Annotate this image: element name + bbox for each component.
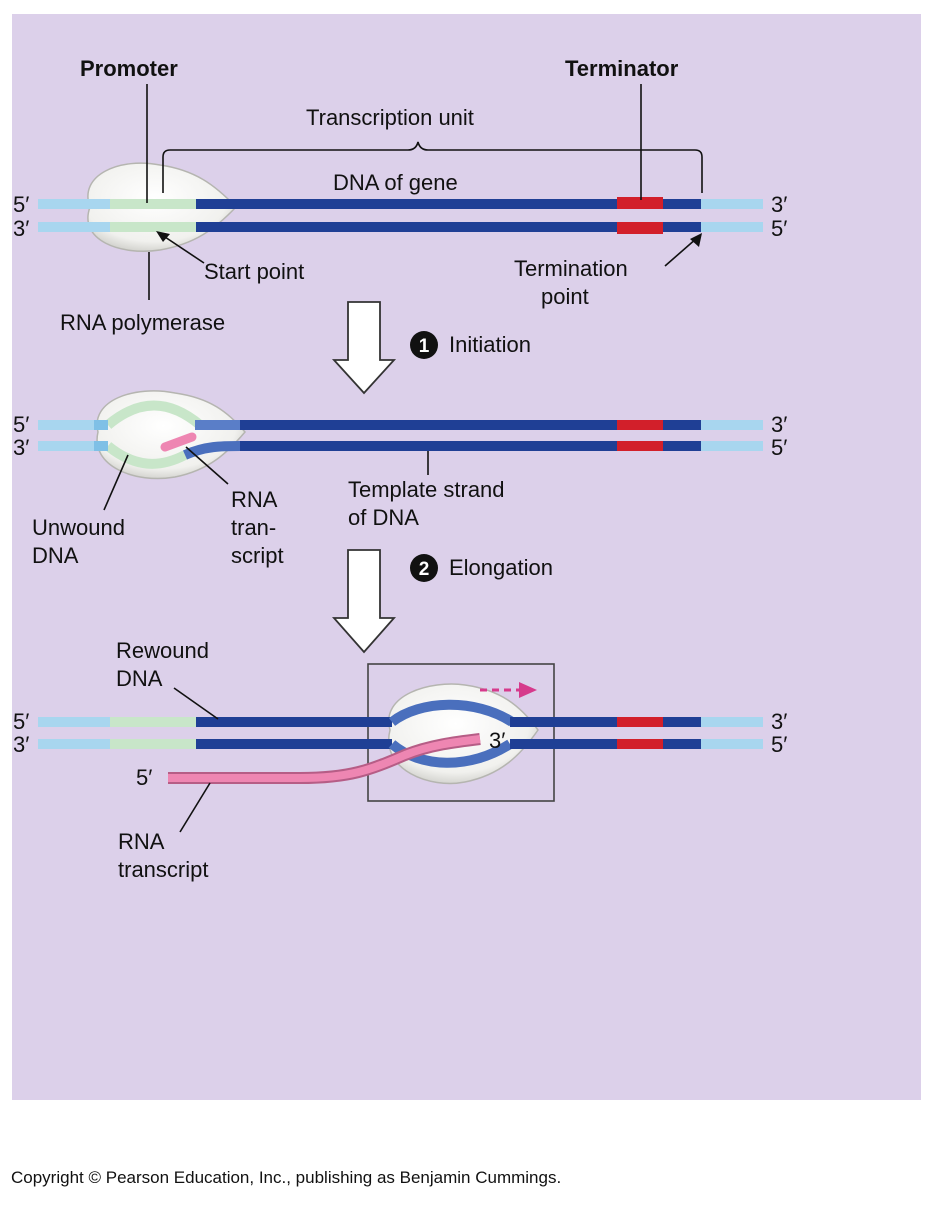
promoter-region — [110, 199, 196, 209]
termination-point-arrowhead — [690, 233, 702, 247]
start-point-arrowhead — [156, 231, 170, 242]
rna-five-prime-label: 5′ — [136, 765, 152, 790]
step-elongation: 2 Elongation — [332, 549, 553, 654]
rna-transcript-label-2: transcript — [118, 857, 208, 882]
step-initiation: 1 Initiation — [331, 301, 531, 395]
unwound-strand-bottom — [104, 442, 188, 469]
terminator-region — [617, 420, 663, 430]
step-1-badge — [410, 331, 438, 359]
step-2-badge — [410, 554, 438, 582]
bubble-edge — [94, 441, 108, 451]
three-prime-label: 3′ — [771, 412, 787, 437]
rewound-dna-label-1: Rewound — [116, 638, 209, 663]
five-prime-label: 5′ — [771, 732, 787, 757]
rna-transcript-short-label-1: RNA — [231, 487, 278, 512]
zoom-box — [367, 663, 555, 802]
terminator-region — [617, 739, 663, 749]
dna-strand-dark — [196, 717, 392, 727]
unwound-strand-top — [104, 400, 204, 429]
dna-strand-light — [701, 222, 763, 232]
dna-strand-dark — [240, 420, 701, 430]
five-prime-label: 5′ — [771, 216, 787, 241]
unwound-strand-top — [388, 699, 515, 727]
termination-point-arrow — [664, 237, 698, 267]
dna-strand-dark — [240, 441, 701, 451]
start-point-arrow — [161, 234, 205, 264]
dna-strand-light — [38, 739, 110, 749]
dna-strand-light — [701, 199, 763, 209]
start-point-label: Start point — [204, 259, 304, 284]
rna-polymerase-label: RNA polymerase — [60, 310, 225, 335]
rna-transcript-short-label-2: tran- — [231, 515, 276, 540]
step-2-label: Elongation — [449, 555, 553, 580]
step-1-number: 1 — [419, 336, 430, 357]
dna-strand-light — [38, 420, 108, 430]
five-prime-label: 5′ — [13, 192, 29, 217]
terminator-label: Terminator — [565, 56, 679, 81]
terminator-gap — [617, 209, 663, 222]
three-prime-label: 3′ — [13, 435, 29, 460]
five-prime-label: 5′ — [13, 412, 29, 437]
rna-transcript-short-label-3: script — [231, 543, 284, 568]
step-2-number: 2 — [419, 559, 430, 580]
rna-transcript — [168, 735, 481, 782]
three-prime-label: 3′ — [771, 709, 787, 734]
transcription-unit-label: Transcription unit — [306, 105, 474, 130]
dna-strand-light — [38, 199, 110, 209]
promoter-region — [110, 739, 196, 749]
template-strand-label-1: Template strand — [348, 477, 505, 502]
dna-strand-light — [38, 441, 108, 451]
unwound-dna-leader — [103, 454, 129, 511]
unwound-dna-label-2: DNA — [32, 543, 79, 568]
rna-transcript-leader — [179, 782, 211, 833]
row-elongation: 5′ 3′ 3′ 5′ 5′ 3′ Rewound DNA RNA transc… — [13, 638, 787, 882]
terminator-region — [617, 717, 663, 727]
dna-strand-dark — [196, 222, 701, 232]
five-prime-label: 5′ — [13, 709, 29, 734]
dna-strand-dark — [196, 199, 701, 209]
rewound-dna-label-2: DNA — [116, 666, 163, 691]
row-initiation: 5′ 3′ 3′ 5′ Template strand of DNA Unwou… — [13, 390, 787, 568]
dna-strand-dark — [510, 739, 701, 749]
dna-strand-light — [38, 717, 110, 727]
dna-strand-dark — [196, 739, 392, 749]
dna-strand-light — [701, 739, 763, 749]
dna-strand-dark — [510, 717, 701, 727]
bubble-edge — [94, 420, 108, 430]
down-arrow-icon — [331, 301, 397, 395]
dna-strand-light — [701, 717, 763, 727]
direction-arrowhead-icon — [519, 682, 537, 698]
dna-strand-light — [701, 441, 763, 451]
down-arrow-icon — [332, 549, 396, 654]
dna-strand-light — [701, 420, 763, 430]
rna-transcript-short-leader — [185, 446, 229, 485]
five-prime-label: 5′ — [771, 435, 787, 460]
promoter-label: Promoter — [80, 56, 178, 81]
rna-transcript-label-1: RNA — [118, 829, 165, 854]
terminator-region — [617, 441, 663, 451]
promoter-region — [110, 717, 196, 727]
three-prime-label: 3′ — [13, 216, 29, 241]
dna-strand-light — [38, 222, 110, 232]
rewound-dna-leader — [173, 687, 219, 720]
rna-transcript-short — [160, 432, 197, 452]
three-prime-label: 3′ — [771, 192, 787, 217]
dna-of-gene-label: DNA of gene — [333, 170, 458, 195]
three-prime-label: 3′ — [13, 732, 29, 757]
unwound-strand-blue-bottom — [182, 441, 241, 460]
rna-three-prime-label: 3′ — [489, 728, 505, 753]
unwound-dna-label-1: Unwound — [32, 515, 125, 540]
promoter-region — [110, 222, 196, 232]
row-promoter-terminator: Promoter Terminator Transcription unit D… — [13, 56, 787, 335]
termination-point-label-2: point — [541, 284, 589, 309]
transcription-unit-bracket — [162, 141, 703, 193]
termination-point-label-1: Termination — [514, 256, 628, 281]
copyright-text: Copyright © Pearson Education, Inc., pub… — [11, 1168, 561, 1187]
step-1-label: Initiation — [449, 332, 531, 357]
template-strand-label-2: of DNA — [348, 505, 419, 530]
